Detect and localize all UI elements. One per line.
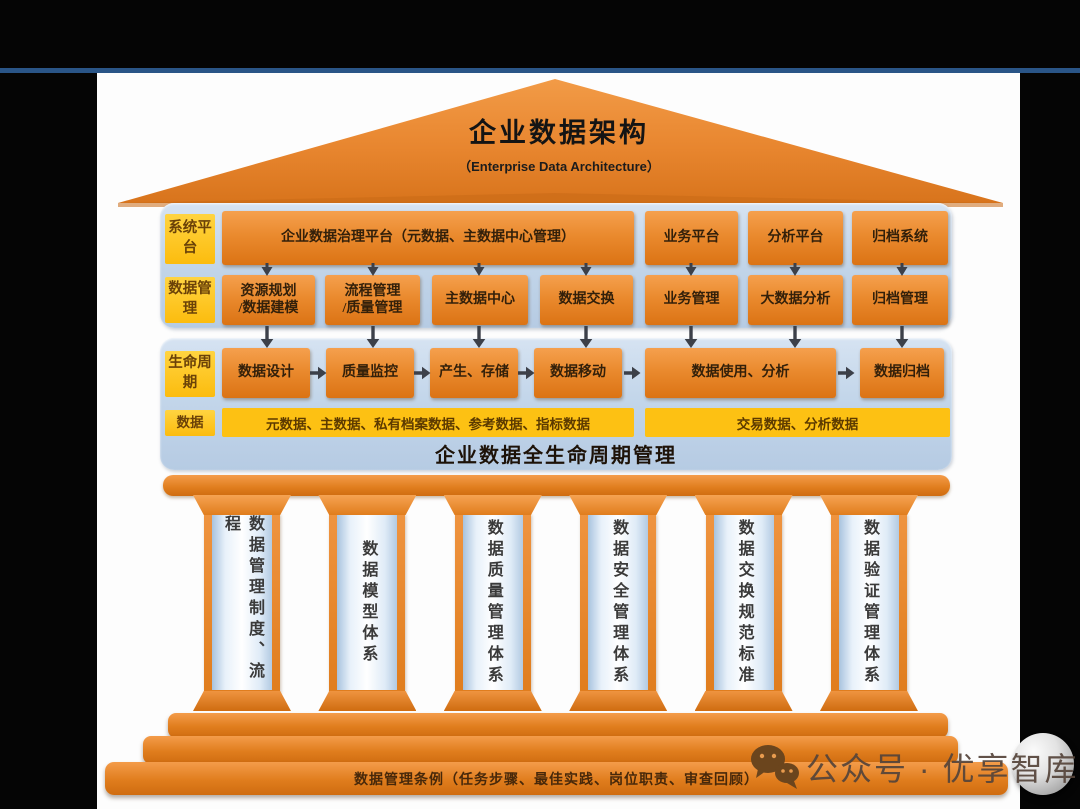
- pillar-base: [819, 691, 918, 711]
- foundation-step-top: [168, 713, 948, 738]
- pillar-management-process: 数据管理制度、流程: [193, 495, 291, 715]
- box-archive-management: 归档管理: [852, 275, 948, 325]
- pillar-label: 数据管理制度、流程: [222, 515, 263, 683]
- box-data-design: 数据设计: [222, 348, 310, 398]
- pillar-data-validation: 数据验证管理体系: [819, 495, 918, 715]
- pillar-label: 数据交换规范标准: [735, 518, 753, 687]
- box-bigdata-analysis: 大数据分析: [748, 275, 843, 325]
- row-label-data: 数据: [165, 410, 215, 436]
- box-governance-platform: 企业数据治理平台（元数据、主数据中心管理）: [222, 211, 634, 265]
- band-master-reference-data: 元数据、主数据、私有档案数据、参考数据、指标数据: [222, 408, 634, 437]
- foundation-step-middle: [143, 736, 958, 764]
- pillar-capital: [694, 495, 793, 515]
- pillar-capital: [443, 495, 542, 515]
- pillar-label: 数据质量管理体系: [484, 518, 502, 687]
- box-archive-system: 归档系统: [852, 211, 948, 265]
- box-quality-monitoring: 质量监控: [326, 348, 414, 398]
- box-data-exchange: 数据交换: [540, 275, 633, 325]
- architrave-beam: [163, 475, 950, 496]
- pillar-capital: [819, 495, 918, 515]
- box-data-use-analysis: 数据使用、分析: [645, 348, 836, 398]
- lifecycle-caption: 企业数据全生命周期管理: [435, 445, 677, 467]
- pillar-data-model: 数据模型体系: [318, 495, 417, 715]
- row-label-lifecycle: 生命周期: [165, 351, 215, 397]
- decorative-sphere: [1012, 733, 1074, 795]
- slide-canvas: 企业数据架构 （Enterprise Data Architecture） 系统…: [97, 73, 1020, 809]
- box-data-movement: 数据移动: [534, 348, 622, 398]
- pillar-base: [569, 691, 668, 711]
- pillar-base: [694, 691, 793, 711]
- box-create-store: 产生、存储: [430, 348, 518, 398]
- pillar-label: 数据模型体系: [359, 539, 377, 666]
- pillar-capital: [318, 495, 417, 515]
- pillar-capital: [569, 495, 668, 515]
- box-analysis-platform: 分析平台: [748, 211, 843, 265]
- pillar-capital: [193, 495, 291, 515]
- watermark: 公众号 · 优享智库: [748, 742, 1078, 792]
- pillar-exchange-standards: 数据交换规范标准: [694, 495, 793, 715]
- box-business-platform: 业务平台: [645, 211, 738, 265]
- pillar-row: 数据管理制度、流程 数据模型体系 数据质量管理体系 数据安全管理体系 数据交换规…: [193, 495, 918, 715]
- pillar-base: [193, 691, 291, 711]
- foundation-step-bottom: 数据管理条例（任务步骤、最佳实践、岗位职责、审查回顾）: [105, 762, 1008, 795]
- row-label-system-platform: 系统平台: [165, 214, 215, 264]
- box-business-management: 业务管理: [645, 275, 738, 325]
- wechat-icon: [751, 745, 799, 789]
- band-transaction-analysis-data: 交易数据、分析数据: [645, 408, 950, 437]
- watermark-text: 公众号 · 优享智库: [806, 751, 1079, 787]
- row-label-data-management: 数据管理: [165, 277, 215, 323]
- foundation-label: 数据管理条例（任务步骤、最佳实践、岗位职责、审查回顾）: [354, 772, 759, 788]
- page-subtitle: （Enterprise Data Architecture）: [458, 159, 660, 174]
- pillar-data-security: 数据安全管理体系: [569, 495, 668, 715]
- pillar-label: 数据安全管理体系: [610, 518, 628, 687]
- pillar-base: [318, 691, 417, 711]
- top-divider-line: [0, 68, 1080, 73]
- box-resource-planning: 资源规划 /数据建模: [222, 275, 315, 325]
- box-process-quality: 流程管理 /质量管理: [325, 275, 420, 325]
- page-title: 企业数据架构: [469, 118, 649, 148]
- box-master-data-center: 主数据中心: [432, 275, 528, 325]
- pillar-base: [443, 691, 542, 711]
- box-data-archive: 数据归档: [860, 348, 944, 398]
- pillar-label: 数据验证管理体系: [860, 518, 878, 687]
- pillar-data-quality: 数据质量管理体系: [443, 495, 542, 715]
